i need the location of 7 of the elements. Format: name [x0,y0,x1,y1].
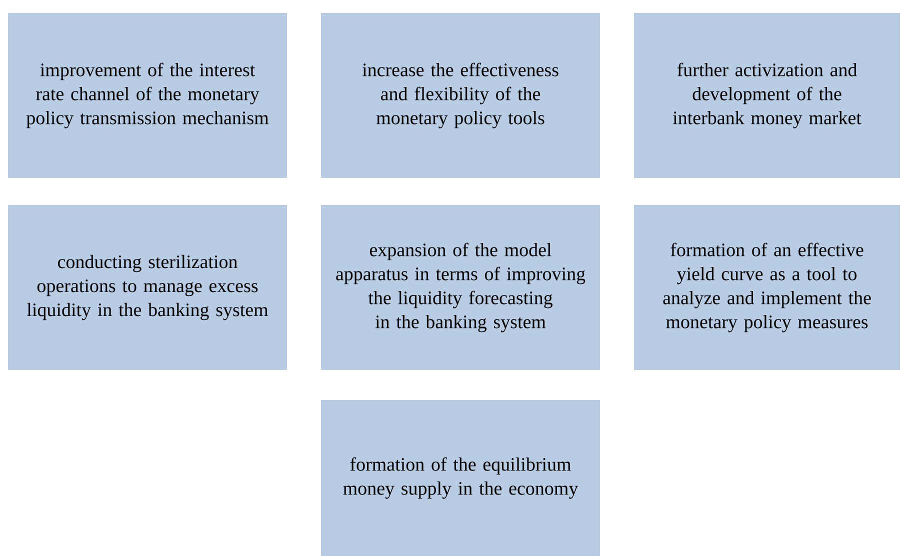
text-box: increase the effectiveness and flexibility of the monetary policy tools [321,13,600,178]
text-box: improvement of the interest rate channel of the monetary policy transmission mechanism [8,13,287,178]
text-box: further activization and development of the interbank money market [634,13,900,178]
text-box: formation of an effective yield curve as a tool to analyze and implement the monetary policy measures [634,205,900,370]
text-box: expansion of the model apparatus in terms of improving the liquidity forecasting in the banking system [321,205,600,370]
text-box: formation of the equilibrium money supply in the economy [321,400,600,556]
text-box: conducting sterilization operations to manage excess liquidity in the banking system [8,205,287,370]
